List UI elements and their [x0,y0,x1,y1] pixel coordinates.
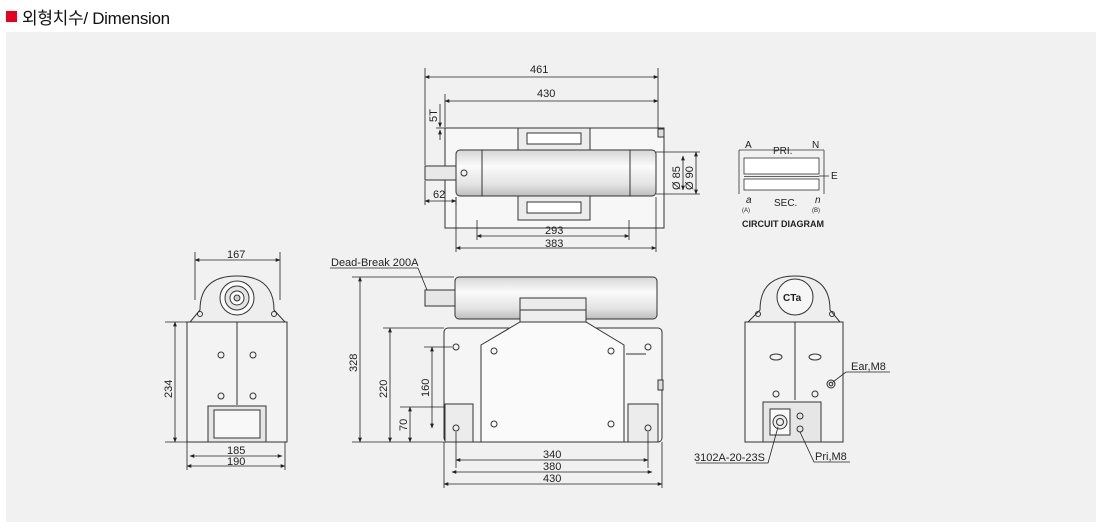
circuit-diagram [738,149,829,194]
section-header: 외형치수/ Dimension [6,4,170,28]
top-tab [657,128,665,138]
dim-62: 62 [433,189,445,201]
rear-view-leaders [696,371,890,464]
front-view-dims [330,267,663,488]
circuit-label-a: A [745,140,752,151]
dim-380: 380 [543,461,561,473]
circuit-title: CIRCUIT DIAGRAM [742,219,824,229]
side-view [186,275,288,443]
pri-m8-label: Pri,M8 [815,451,847,463]
dead-break-label: Dead-Break 200A [331,257,419,269]
top-clamp-lower-slot [526,201,582,214]
circuit-label-e: E [831,171,838,182]
dim-220: 220 [378,380,390,398]
rear-logo-badge [776,278,814,316]
rear-logo-text: CTa [783,293,802,304]
dim-167: 167 [227,249,245,261]
red-square-icon [6,10,17,22]
circuit-label-n: N [812,140,819,151]
dim-430-front: 430 [543,473,561,485]
circuit-label-a-paren: (A) [742,208,750,214]
dim-160: 160 [420,379,432,397]
front-view [424,276,664,443]
circuit-label-a-small: a [746,195,752,206]
circuit-label-sec: SEC. [774,198,797,209]
connector-3102a-icon [772,414,788,430]
front-connector [424,289,456,307]
circuit-secondary-coil [743,178,820,191]
circuit-label-pri: PRI. [773,146,792,157]
top-view-dims [424,68,700,252]
ear-m8-label: Ear,M8 [851,361,886,373]
dim-234: 234 [163,380,175,398]
top-cylinder [455,149,657,197]
circuit-primary-coil [743,157,820,175]
dim-70: 70 [398,419,410,431]
circuit-label-b-paren: (B) [812,208,820,214]
connector-3102a-label: 3102A-20-23S [694,452,765,464]
dim-190: 190 [227,456,245,468]
dim-5t: 5T [428,109,440,122]
dim-dia-85: Ø 85 [671,166,683,190]
dim-185: 185 [227,445,245,457]
dim-293: 293 [545,225,563,237]
rear-view [744,275,844,443]
dim-328: 328 [348,354,360,372]
dim-430-top: 430 [537,88,555,100]
dim-461: 461 [530,64,548,76]
dim-dia-90: Ø 90 [684,166,696,190]
front-tank [480,321,625,443]
dim-383: 383 [545,238,563,250]
top-view [424,127,665,229]
top-clamp-upper-slot [526,132,582,145]
dim-340: 340 [543,449,561,461]
side-view-dims [165,252,286,470]
top-shaft [424,165,457,181]
circuit-label-n-small: n [815,195,821,206]
top-screw [460,169,468,177]
section-title: 외형치수/ Dimension [22,8,170,28]
